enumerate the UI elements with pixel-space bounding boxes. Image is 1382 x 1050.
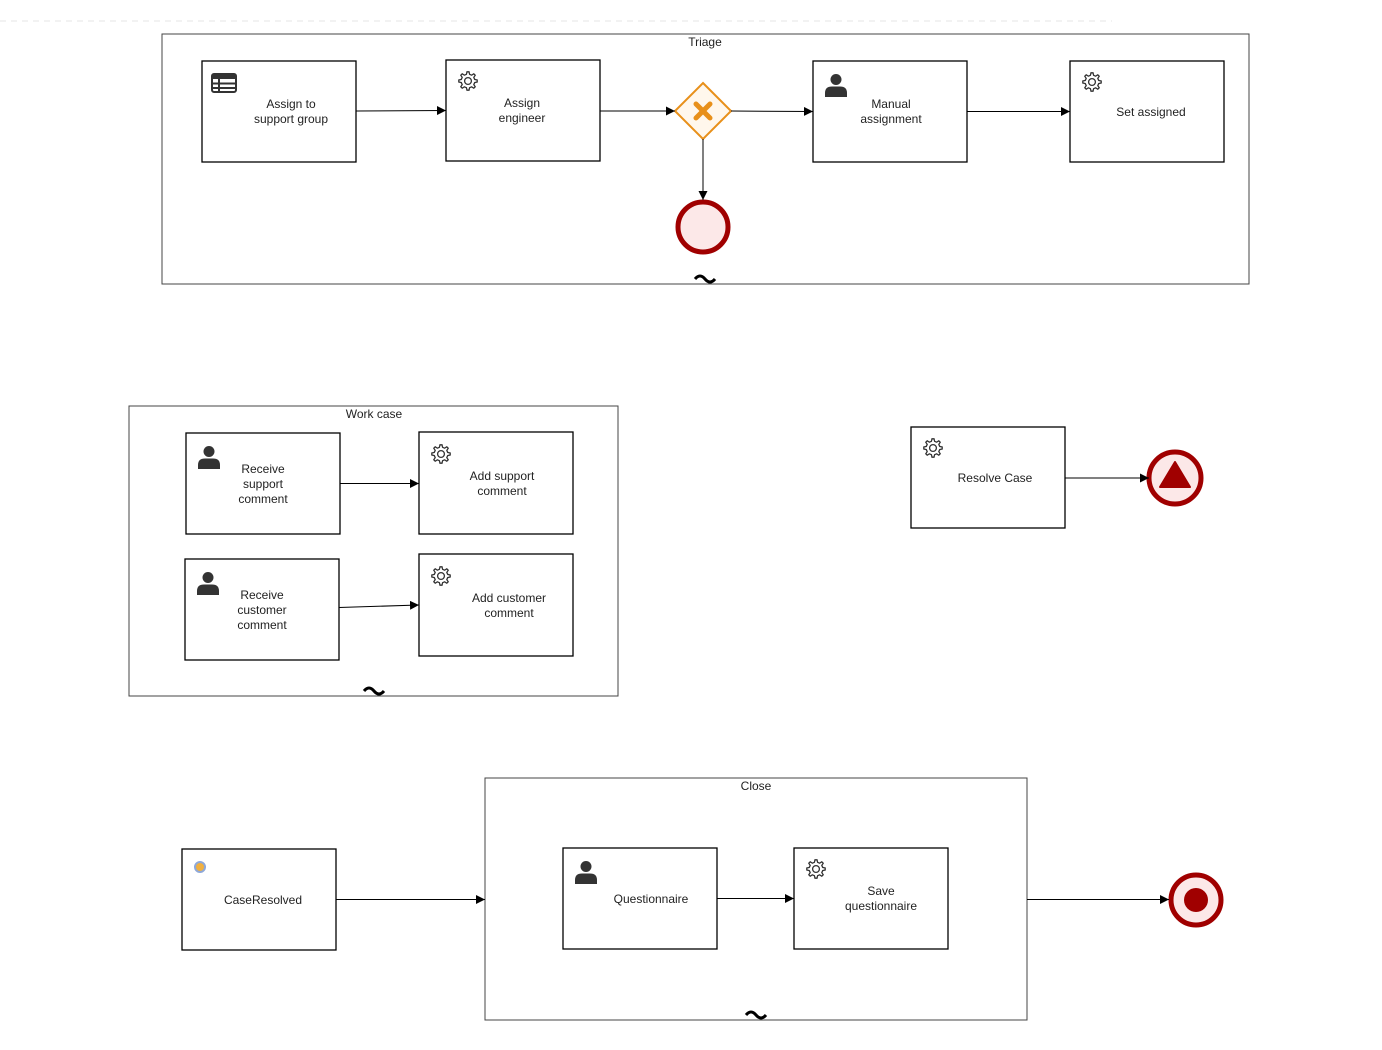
task-questionnaire[interactable]: Questionnaire bbox=[562, 847, 718, 950]
sequence-flows-close bbox=[336, 894, 1169, 904]
adhoc-marker-icon bbox=[362, 686, 386, 696]
adhoc-marker-icon bbox=[744, 1010, 768, 1020]
subprocess-close-label: Close bbox=[741, 779, 772, 793]
task-label: Set assigned bbox=[1116, 105, 1185, 119]
end-event-signal[interactable] bbox=[1146, 449, 1204, 507]
end-event-triage[interactable] bbox=[675, 199, 731, 255]
task-label: Resolve Case bbox=[958, 471, 1033, 485]
x-icon bbox=[693, 101, 713, 121]
sequence-flows-work-case bbox=[338, 479, 420, 610]
adhoc-marker-icon bbox=[693, 274, 717, 284]
subprocess-work-case-label: Work case bbox=[346, 407, 403, 421]
subprocess-work-case[interactable]: Work case bbox=[128, 405, 619, 697]
sequence-flows-triage bbox=[355, 106, 1070, 200]
signal-triangle-icon bbox=[1159, 461, 1191, 488]
subprocess-triage[interactable]: Triage bbox=[161, 33, 1250, 285]
task-set-assigned[interactable]: Set assigned bbox=[1069, 60, 1225, 163]
milestone-case-resolved[interactable]: CaseResolved bbox=[181, 848, 337, 951]
terminate-dot-icon bbox=[1184, 888, 1208, 912]
end-event-terminate[interactable] bbox=[1168, 872, 1224, 928]
milestone-icon bbox=[194, 861, 206, 873]
gateway-exclusive[interactable] bbox=[673, 81, 733, 141]
subprocess-triage-label: Triage bbox=[688, 35, 722, 49]
task-resolve-case[interactable]: Resolve Case bbox=[910, 426, 1066, 529]
task-label: Questionnaire bbox=[614, 892, 689, 906]
task-label: CaseResolved bbox=[224, 893, 302, 907]
